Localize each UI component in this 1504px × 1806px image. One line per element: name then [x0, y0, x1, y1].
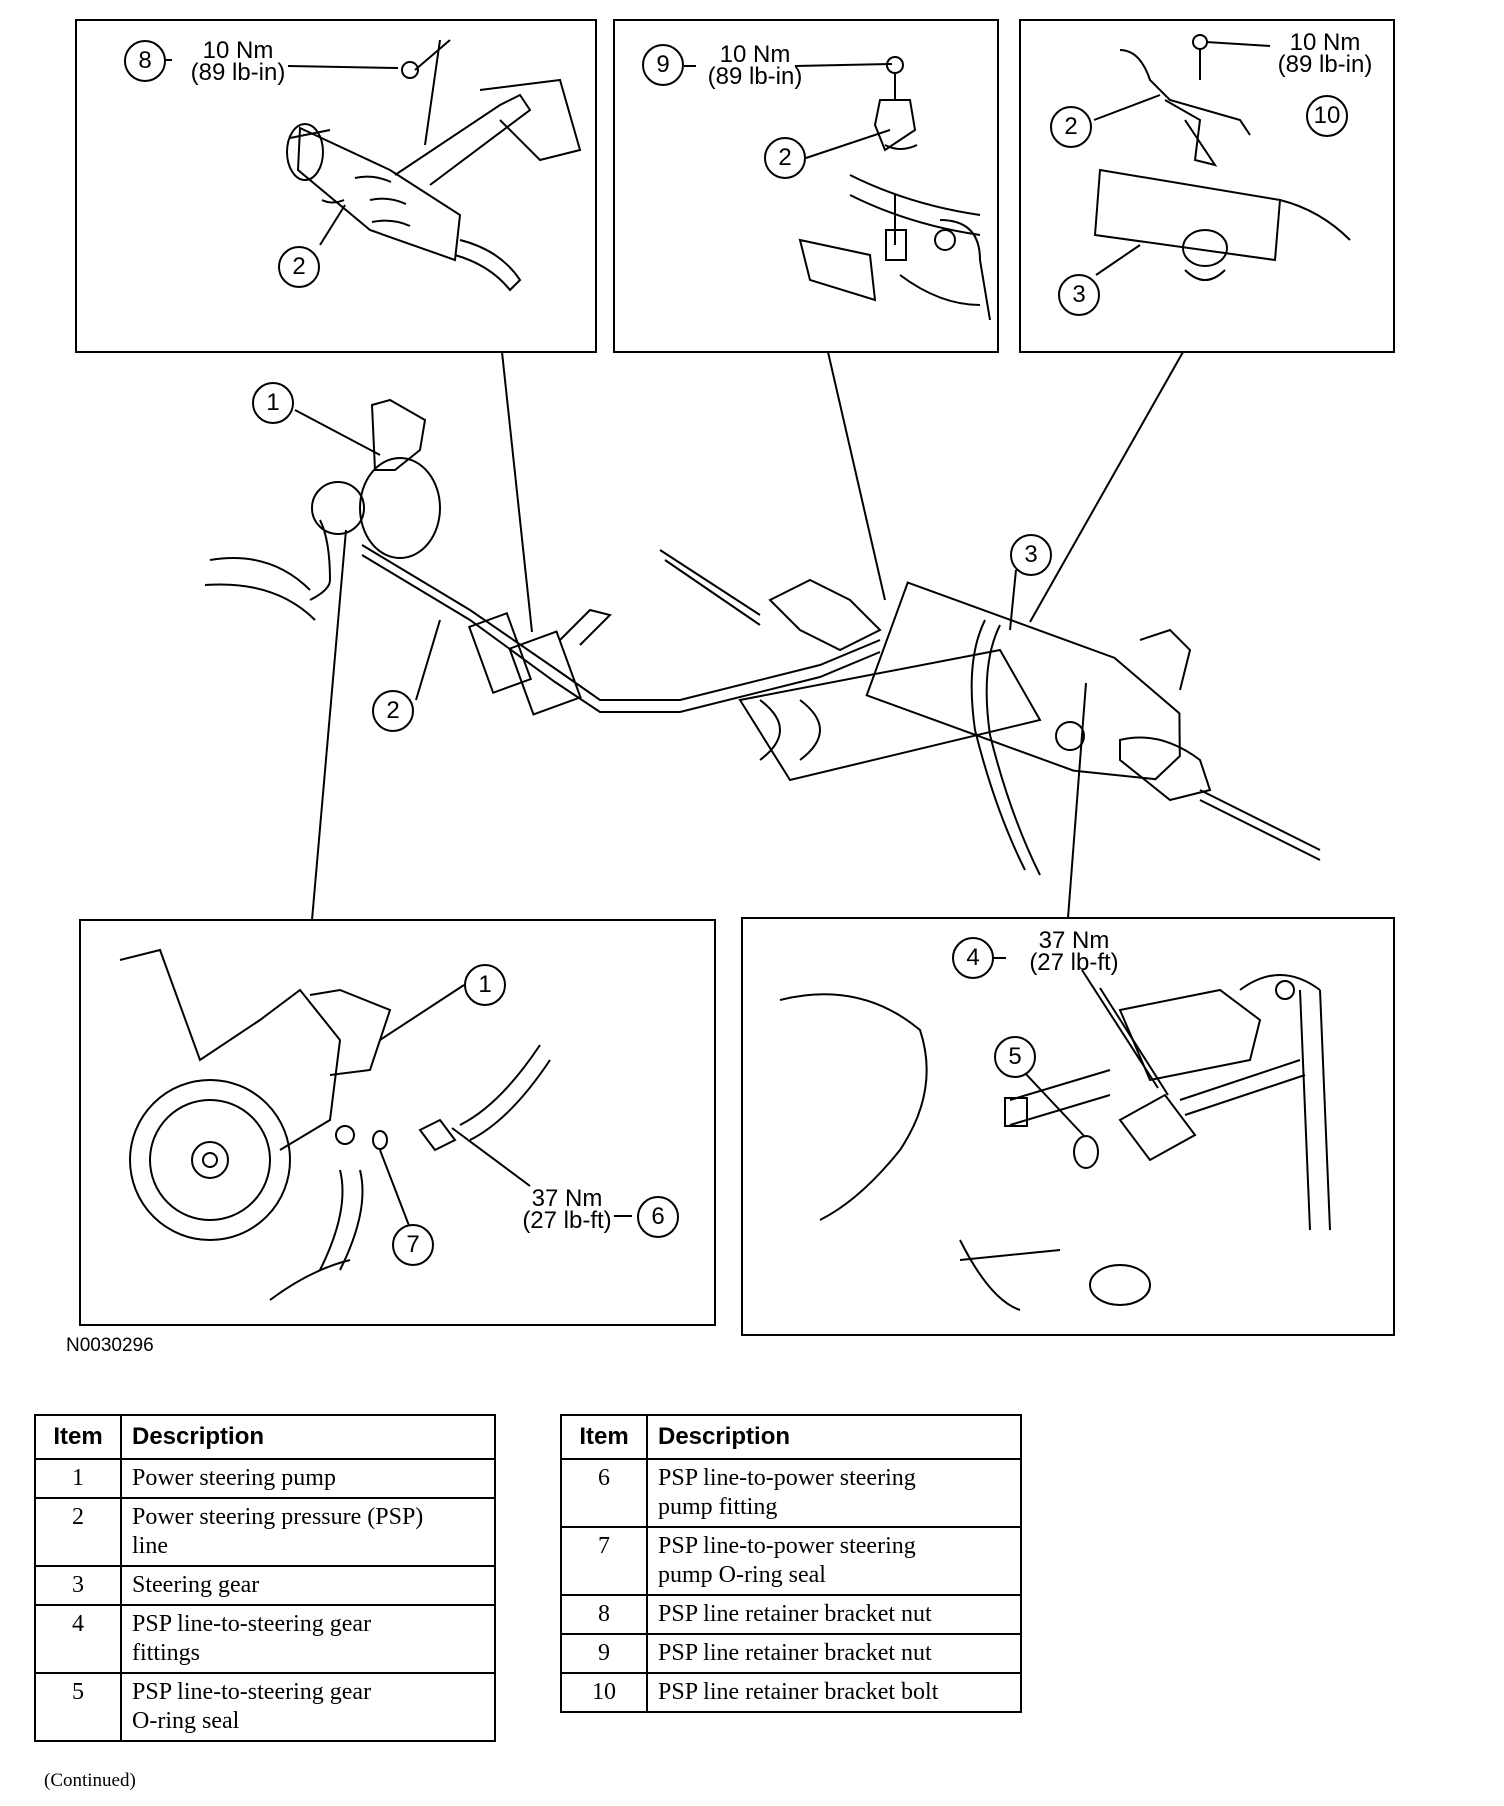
- torque-leaders: [287, 41, 1271, 1187]
- legend-row: 7 PSP line-to-power steering pump O-ring …: [560, 1526, 1022, 1596]
- torque-spec-nm: 37 Nm: [531, 1185, 603, 1212]
- callout-2-inset1: 2: [278, 246, 320, 288]
- inset-frame-bracket-bolt-10: [1019, 19, 1395, 353]
- torque-spec-9: 10 Nm (89 lb-in): [700, 41, 810, 90]
- legend-table-left: Item Description 1 Power steering pump 2…: [34, 1414, 496, 1742]
- item-number: 8: [560, 1594, 648, 1635]
- item-description: PSP line-to-power steering pump O-ring se…: [646, 1526, 1022, 1596]
- item-number: 9: [560, 1633, 648, 1674]
- torque-spec-imperial: (27 lb-ft): [522, 1207, 612, 1234]
- inset-frame-bracket-nut-8: [75, 19, 597, 353]
- item-number: 3: [34, 1565, 122, 1606]
- desc-line: pump fitting: [658, 1494, 778, 1520]
- torque-spec-8: 10 Nm (89 lb-in): [183, 37, 293, 86]
- continued-note: (Continued): [44, 1770, 136, 1791]
- callout-4: 4: [952, 937, 994, 979]
- torque-spec-imperial: (89 lb-in): [707, 63, 803, 90]
- desc-line: line: [132, 1533, 168, 1559]
- legend-row: 2 Power steering pressure (PSP) line: [34, 1497, 496, 1567]
- callout-8: 8: [124, 40, 166, 82]
- item-number: 4: [34, 1604, 122, 1674]
- torque-spec-4: 37 Nm (27 lb-ft): [1016, 927, 1132, 976]
- legend-header: Item Description: [34, 1414, 496, 1460]
- desc-line: Power steering pump: [132, 1465, 336, 1491]
- legend-row: 6 PSP line-to-power steering pump fitting: [560, 1458, 1022, 1528]
- item-description: Power steering pressure (PSP) line: [120, 1497, 496, 1567]
- callout-3-main: 3: [1010, 534, 1052, 576]
- torque-spec-imperial: (89 lb-in): [190, 59, 286, 86]
- callout-5: 5: [994, 1036, 1036, 1078]
- item-description: PSP line retainer bracket nut: [646, 1633, 1022, 1674]
- desc-line: PSP line-to-power steering: [658, 1533, 916, 1559]
- torque-spec-nm: 37 Nm: [1038, 927, 1110, 954]
- torque-spec-imperial: (89 lb-in): [1277, 51, 1373, 78]
- inset5-drawing: [779, 974, 1331, 1311]
- callout-leaders: [162, 59, 1161, 1237]
- legend-table-right: Item Description 6 PSP line-to-power ste…: [560, 1414, 1022, 1713]
- callout-1-inset4: 1: [464, 964, 506, 1006]
- item-number: 1: [34, 1458, 122, 1499]
- header-item: Item: [560, 1414, 648, 1460]
- desc-line: O-ring seal: [132, 1708, 240, 1734]
- inset-frame-pump-fitting: [79, 919, 716, 1326]
- callout-6: 6: [637, 1196, 679, 1238]
- inset-frame-gear-fittings: [741, 917, 1395, 1336]
- desc-line: PSP line retainer bracket nut: [658, 1601, 932, 1627]
- torque-spec-imperial: (27 lb-ft): [1029, 949, 1119, 976]
- header-item: Item: [34, 1414, 122, 1460]
- figure-id: N0030296: [66, 1335, 154, 1356]
- desc-line: PSP line-to-steering gear: [132, 1611, 372, 1637]
- item-number: 2: [34, 1497, 122, 1567]
- torque-spec-nm: 10 Nm: [1289, 29, 1361, 56]
- item-number: 6: [560, 1458, 648, 1528]
- legend-row: 4 PSP line-to-steering gear fittings: [34, 1604, 496, 1674]
- legend-row: 9 PSP line retainer bracket nut: [560, 1633, 1022, 1674]
- callout-9: 9: [642, 44, 684, 86]
- item-description: PSP line retainer bracket bolt: [646, 1672, 1022, 1713]
- item-description: Steering gear: [120, 1565, 496, 1606]
- legend-row: 1 Power steering pump: [34, 1458, 496, 1499]
- torque-spec-6: 37 Nm (27 lb-ft): [512, 1185, 622, 1234]
- inset1-drawing: [286, 39, 582, 292]
- item-description: PSP line-to-steering gear fittings: [120, 1604, 496, 1674]
- desc-line: PSP line-to-power steering: [658, 1465, 916, 1491]
- callout-7: 7: [392, 1224, 434, 1266]
- header-description: Description: [120, 1414, 496, 1460]
- item-description: Power steering pump: [120, 1458, 496, 1499]
- item-number: 5: [34, 1672, 122, 1742]
- item-number: 10: [560, 1672, 648, 1713]
- callout-3-inset3: 3: [1058, 274, 1100, 316]
- item-number: 7: [560, 1526, 648, 1596]
- main-drawing: [204, 398, 1321, 876]
- desc-line: pump O-ring seal: [658, 1562, 826, 1588]
- torque-spec-nm: 10 Nm: [202, 37, 274, 64]
- desc-line: PSP line retainer bracket bolt: [658, 1679, 939, 1705]
- legend-row: 3 Steering gear: [34, 1565, 496, 1606]
- inset-frame-bracket-nut-9: [613, 19, 999, 353]
- header-description: Description: [646, 1414, 1022, 1460]
- torque-spec-nm: 10 Nm: [719, 41, 791, 68]
- callout-2-main: 2: [372, 690, 414, 732]
- legend-row: 8 PSP line retainer bracket nut: [560, 1594, 1022, 1635]
- desc-line: fittings: [132, 1640, 201, 1666]
- desc-line: PSP line-to-steering gear: [132, 1679, 372, 1705]
- callout-2-inset3: 2: [1050, 106, 1092, 148]
- desc-line: PSP line retainer bracket nut: [658, 1640, 932, 1666]
- desc-line: Steering gear: [132, 1572, 260, 1598]
- callout-1-main: 1: [252, 382, 294, 424]
- legend-row: 10 PSP line retainer bracket bolt: [560, 1672, 1022, 1713]
- inset4-drawing: [119, 948, 551, 1301]
- callout-2-inset2: 2: [764, 137, 806, 179]
- item-description: PSP line retainer bracket nut: [646, 1594, 1022, 1635]
- item-description: PSP line-to-power steering pump fitting: [646, 1458, 1022, 1528]
- leader-lines: [311, 351, 1184, 921]
- legend-header: Item Description: [560, 1414, 1022, 1460]
- callout-10: 10: [1306, 95, 1348, 137]
- torque-spec-10: 10 Nm (89 lb-in): [1270, 29, 1380, 78]
- inset2-drawing: [798, 56, 991, 321]
- desc-line: Power steering pressure (PSP): [132, 1504, 424, 1530]
